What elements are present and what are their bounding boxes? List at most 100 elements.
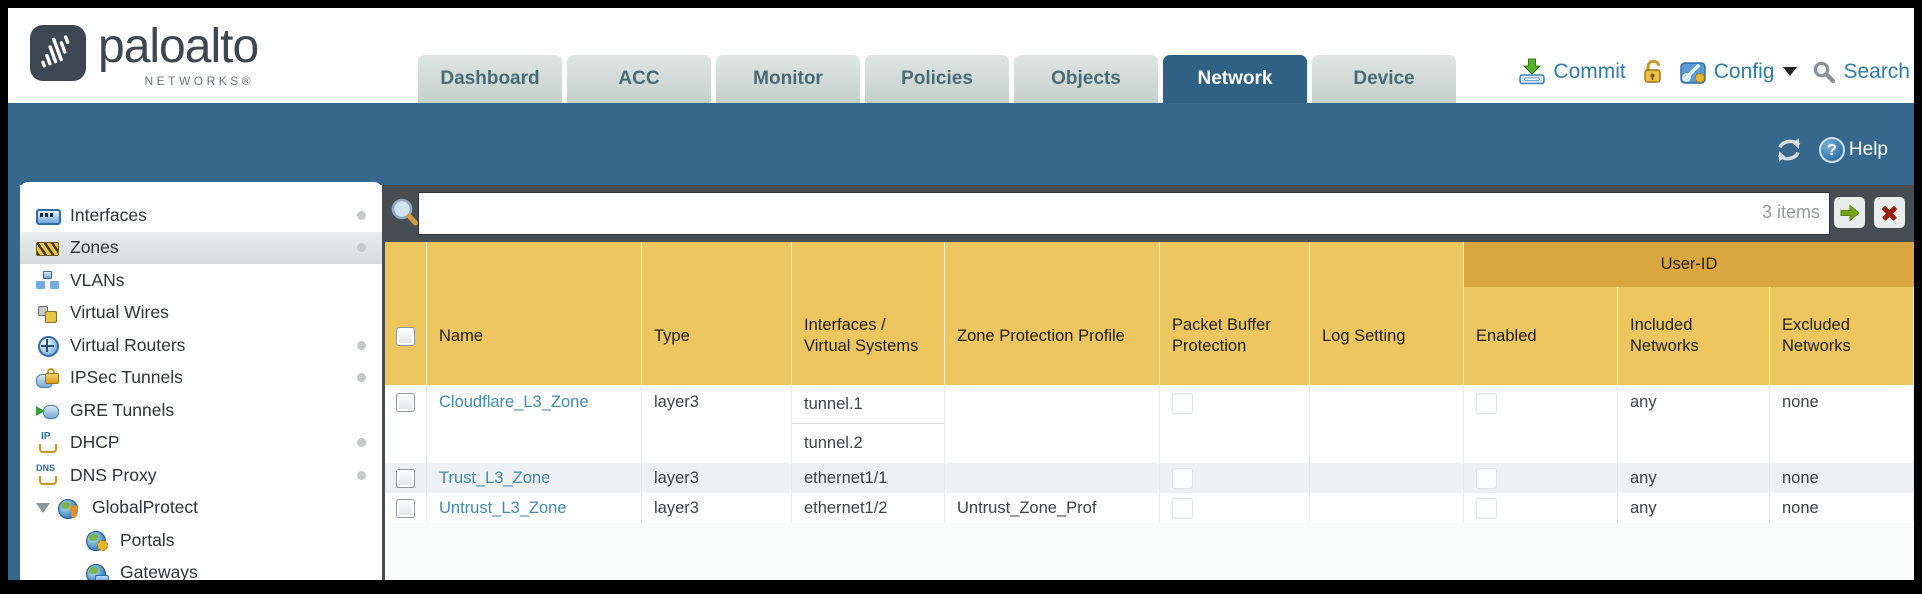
- sidebar-item-virtual-wires[interactable]: Virtual Wires: [20, 297, 382, 330]
- unlock-icon[interactable]: [1641, 59, 1665, 85]
- zone-name-link[interactable]: Cloudflare_L3_Zone: [439, 393, 589, 411]
- top-header: paloalto NETWORKS® Dashboard ACC Monitor…: [8, 8, 1914, 103]
- config-icon: [1680, 61, 1706, 84]
- sidebar-item-interfaces[interactable]: Interfaces: [20, 199, 382, 232]
- logo-text: paloalto NETWORKS®: [98, 20, 259, 89]
- included-networks-cell: any: [1618, 463, 1770, 493]
- sidebar-item-dns-proxy[interactable]: DNS Proxy: [20, 459, 382, 492]
- tab-dashboard[interactable]: Dashboard: [418, 55, 562, 103]
- column-header-log-setting[interactable]: Log Setting: [1310, 242, 1464, 385]
- tab-acc[interactable]: ACC: [567, 55, 711, 103]
- table-row: Trust_L3_Zone layer3 ethernet1/1 any non…: [385, 463, 1914, 493]
- status-dot: [357, 438, 366, 448]
- main-nav-tabs: Dashboard ACC Monitor Policies Objects N…: [418, 55, 1456, 103]
- config-label: Config: [1713, 59, 1775, 83]
- help-icon: [1818, 137, 1845, 163]
- virtual-wires-icon: [36, 302, 58, 324]
- column-header-included-networks[interactable]: Included Networks: [1618, 242, 1770, 385]
- packet-buffer-checkbox[interactable]: [1172, 497, 1193, 519]
- network-sidebar: Interfaces Zones VLANs Virtual Wires Vir…: [20, 182, 382, 580]
- packet-buffer-cell: [1160, 493, 1310, 523]
- filter-input[interactable]: [418, 192, 1830, 235]
- status-dot: [357, 470, 366, 480]
- tab-device[interactable]: Device: [1312, 55, 1456, 103]
- help-label: Help: [1848, 139, 1888, 160]
- logo-name: paloalto: [98, 20, 259, 73]
- row-checkbox[interactable]: [396, 498, 415, 518]
- log-setting-cell: [1310, 493, 1464, 523]
- filter-bar: 3 items: [385, 185, 1914, 242]
- global-search-button[interactable]: Search: [1812, 60, 1910, 84]
- sidebar-item-portals[interactable]: Portals: [20, 524, 382, 557]
- status-dot: [357, 340, 366, 350]
- paloalto-logo: paloalto NETWORKS®: [30, 20, 259, 89]
- clear-filter-button[interactable]: [1874, 197, 1905, 228]
- search-icon: [1814, 61, 1836, 83]
- refresh-icon[interactable]: [1773, 136, 1805, 164]
- tab-objects[interactable]: Objects: [1014, 55, 1158, 103]
- logo-networks: NETWORKS®: [144, 74, 255, 88]
- sidebar-item-globalprotect[interactable]: GlobalProtect: [20, 492, 382, 525]
- sidebar-item-vlans[interactable]: VLANs: [20, 264, 382, 297]
- packet-buffer-checkbox[interactable]: [1172, 393, 1193, 414]
- interfaces-icon: [36, 204, 61, 226]
- zones-icon: [36, 237, 59, 259]
- help-button[interactable]: Help: [1818, 137, 1888, 163]
- user-id-enabled-checkbox[interactable]: [1476, 467, 1497, 489]
- user-id-enabled-checkbox[interactable]: [1476, 497, 1497, 519]
- interfaces-cell: ethernet1/2: [792, 493, 945, 523]
- status-dot: [357, 373, 366, 383]
- config-caret-icon: [1783, 67, 1798, 76]
- zones-panel: 3 items Name Type Interfaces / Virtual S…: [385, 185, 1914, 580]
- included-networks-cell: any: [1618, 385, 1770, 463]
- sidebar-item-virtual-routers[interactable]: Virtual Routers: [20, 329, 382, 362]
- table-body: Cloudflare_L3_Zone layer3 tunnel.1 tunne…: [385, 385, 1914, 523]
- row-select-cell: [385, 385, 427, 463]
- excluded-networks-cell: none: [1770, 493, 1914, 523]
- teal-band: Help: [8, 103, 1914, 185]
- sidebar-item-dhcp[interactable]: DHCP: [20, 427, 382, 460]
- collapse-triangle-icon[interactable]: [36, 502, 50, 513]
- apply-filter-button[interactable]: [1834, 197, 1865, 228]
- column-header-zone-protection-profile[interactable]: Zone Protection Profile: [945, 242, 1160, 385]
- zone-type-cell: layer3: [642, 463, 792, 493]
- column-header-type[interactable]: Type: [642, 242, 792, 385]
- packet-buffer-checkbox[interactable]: [1172, 467, 1193, 489]
- tab-network[interactable]: Network: [1163, 55, 1307, 103]
- sidebar-item-gre-tunnels[interactable]: GRE Tunnels: [20, 394, 382, 427]
- select-all-checkbox[interactable]: [396, 326, 415, 346]
- column-header-excluded-networks[interactable]: Excluded Networks: [1770, 242, 1914, 385]
- zone-name-cell: Trust_L3_Zone: [427, 463, 642, 493]
- search-label: Search: [1843, 59, 1910, 83]
- included-networks-cell: any: [1618, 493, 1770, 523]
- tab-monitor[interactable]: Monitor: [716, 55, 860, 103]
- column-header-interfaces[interactable]: Interfaces / Virtual Systems: [792, 242, 945, 385]
- status-dot: [357, 210, 366, 220]
- zone-protection-cell: [945, 463, 1160, 493]
- interface-item: tunnel.2: [792, 424, 944, 463]
- column-header-packet-buffer-protection[interactable]: Packet Buffer Protection: [1160, 242, 1310, 385]
- sidebar-item-zones[interactable]: Zones: [20, 231, 382, 264]
- band-actions: Help: [1773, 136, 1888, 164]
- commit-button[interactable]: Commit: [1518, 58, 1626, 85]
- column-header-enabled[interactable]: Enabled: [1464, 242, 1618, 385]
- row-checkbox[interactable]: [396, 393, 415, 412]
- interface-item: tunnel.1: [792, 385, 944, 424]
- log-setting-cell: [1310, 463, 1464, 493]
- zone-name-link[interactable]: Untrust_L3_Zone: [439, 498, 567, 517]
- table-row: Cloudflare_L3_Zone layer3 tunnel.1 tunne…: [385, 385, 1914, 463]
- table-row: Untrust_L3_Zone layer3 ethernet1/2 Untru…: [385, 493, 1914, 523]
- globalprotect-icon: [58, 497, 80, 519]
- tab-policies[interactable]: Policies: [865, 55, 1009, 103]
- column-header-name[interactable]: Name: [427, 242, 642, 385]
- zone-name-link[interactable]: Trust_L3_Zone: [439, 468, 551, 487]
- user-id-enabled-checkbox[interactable]: [1476, 393, 1497, 414]
- filter-magnifier-icon: [391, 198, 418, 226]
- sidebar-item-gateways[interactable]: Gateways: [20, 557, 382, 580]
- sidebar-item-ipsec-tunnels[interactable]: IPSec Tunnels: [20, 362, 382, 395]
- row-checkbox[interactable]: [396, 468, 415, 488]
- row-select-cell: [385, 463, 427, 493]
- left-gutter: [8, 185, 20, 580]
- config-menu-button[interactable]: Config: [1680, 59, 1798, 85]
- gateways-icon: [86, 562, 109, 580]
